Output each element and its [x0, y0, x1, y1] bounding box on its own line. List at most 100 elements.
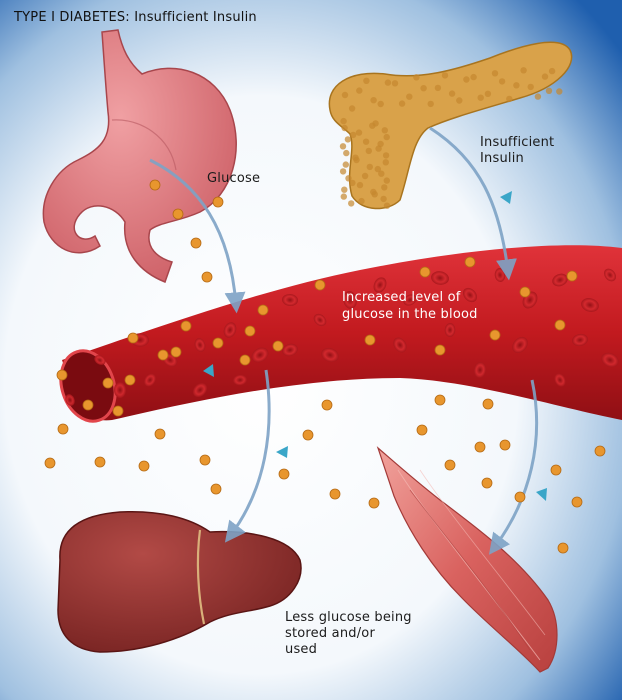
- pancreas-lobule: [448, 90, 456, 97]
- pancreas-lobule: [371, 191, 378, 198]
- glucose-dot: [257, 304, 269, 316]
- glucose-dot: [434, 344, 446, 356]
- pancreas-lobule: [343, 149, 350, 157]
- red-blood-cell: [282, 293, 298, 307]
- pancreas-lobule: [345, 175, 352, 182]
- glucose-dot: [434, 394, 446, 406]
- pancreas-lobule: [382, 159, 389, 166]
- glucose-particles: [44, 179, 606, 554]
- pancreas-lobule: [381, 184, 388, 191]
- glucose-dot: [302, 429, 314, 441]
- glucose-dot: [149, 179, 161, 191]
- label-blood-glucose: Increased level of glucose in the blood: [342, 290, 478, 322]
- pancreas-lobule: [339, 143, 347, 150]
- red-blood-cell: [144, 373, 156, 387]
- insulin-triangle: [536, 488, 547, 501]
- liver-illustration: [57, 510, 302, 653]
- pancreas-lobule: [361, 172, 369, 180]
- insulin-triangle: [500, 191, 512, 204]
- pancreas-lobule: [344, 136, 352, 143]
- glucose-dot: [212, 337, 224, 349]
- pancreas-texture: [339, 67, 563, 209]
- glucose-dot: [566, 270, 578, 282]
- red-blood-cell: [113, 382, 127, 398]
- red-blood-cell: [233, 374, 247, 386]
- pancreas-lobule: [406, 93, 413, 100]
- glucose-dot: [180, 320, 192, 332]
- red-blood-cell: [343, 291, 357, 309]
- pancreas-lobule: [358, 197, 365, 205]
- red-blood-cell: [431, 271, 449, 285]
- arrow-stomach-to-blood: [149, 158, 246, 314]
- muscle-illustration: [376, 446, 558, 673]
- pancreas-lobule: [341, 186, 348, 193]
- pancreas-lobule: [506, 95, 513, 103]
- glucose-dot: [550, 464, 562, 476]
- glucose-dot: [94, 456, 106, 468]
- pancreas-lobule: [362, 138, 370, 145]
- red-blood-cell: [313, 313, 327, 327]
- glucose-dot: [364, 334, 376, 346]
- pancreas-lobule: [434, 84, 442, 92]
- pancreas-lobule: [363, 77, 370, 85]
- glucose-dot: [157, 349, 169, 361]
- pancreas-lobule: [383, 202, 391, 209]
- glucose-dot: [244, 325, 256, 337]
- pancreas-lobule: [348, 200, 355, 207]
- glucose-dot: [519, 286, 531, 298]
- pancreas-lobule: [441, 72, 449, 79]
- pancreas-lobule: [370, 97, 377, 104]
- glucose-dot: [571, 496, 583, 508]
- pancreas-lobule: [380, 195, 387, 203]
- glucose-dot: [314, 279, 326, 291]
- glucose-dot: [44, 457, 56, 469]
- label-less-glucose: Less glucose being stored and/or used: [285, 610, 412, 657]
- glucose-dot: [56, 369, 68, 381]
- glucose-dot: [124, 374, 136, 386]
- insulin-molecules: [203, 191, 547, 501]
- glucose-dot: [514, 491, 526, 503]
- pancreas-lobule: [384, 79, 392, 86]
- label-glucose: Glucose: [207, 171, 261, 186]
- red-blood-cell: [192, 382, 208, 398]
- red-blood-cells: [65, 268, 619, 406]
- glucose-dot: [102, 377, 114, 389]
- arrow-blood-to-muscle: [488, 379, 539, 555]
- glucose-dot: [278, 468, 290, 480]
- glucose-dot: [444, 459, 456, 471]
- pancreas-lobule: [348, 105, 356, 112]
- glucose-dot: [554, 319, 566, 331]
- glucose-dot: [368, 497, 380, 509]
- pancreas-lobule: [340, 193, 347, 200]
- insulin-triangle: [203, 364, 214, 377]
- glucose-dot: [172, 208, 184, 220]
- pancreas-lobule: [463, 76, 470, 83]
- glucose-dot: [212, 196, 224, 208]
- pancreas-lobule: [339, 168, 347, 175]
- stomach-illustration: [42, 29, 237, 283]
- red-blood-cell: [554, 373, 566, 387]
- glucose-dot: [557, 542, 569, 554]
- pancreas-lobule: [356, 87, 363, 94]
- diagram-title: TYPE I DIABETES: Insufficient Insulin: [14, 10, 257, 25]
- pancreas-lobule: [340, 117, 347, 125]
- pancreas-lobule: [341, 91, 349, 99]
- glucose-dot: [416, 424, 428, 436]
- red-blood-cell: [601, 352, 619, 368]
- glucose-dot: [127, 332, 139, 344]
- pancreas-lobule: [349, 179, 356, 187]
- red-blood-cell: [373, 277, 387, 293]
- pancreas-lobule: [484, 90, 492, 98]
- red-blood-cell: [321, 347, 339, 363]
- glucose-dot: [481, 477, 493, 489]
- pancreas-lobule: [378, 170, 385, 177]
- pancreas-lobule: [470, 73, 477, 81]
- pancreas-lobule: [353, 156, 360, 164]
- pancreas-lobule: [527, 83, 534, 91]
- flow-arrows: [149, 126, 539, 555]
- pancreas-lobule: [383, 133, 390, 141]
- red-blood-cell: [581, 298, 599, 312]
- glucose-dot: [190, 237, 202, 249]
